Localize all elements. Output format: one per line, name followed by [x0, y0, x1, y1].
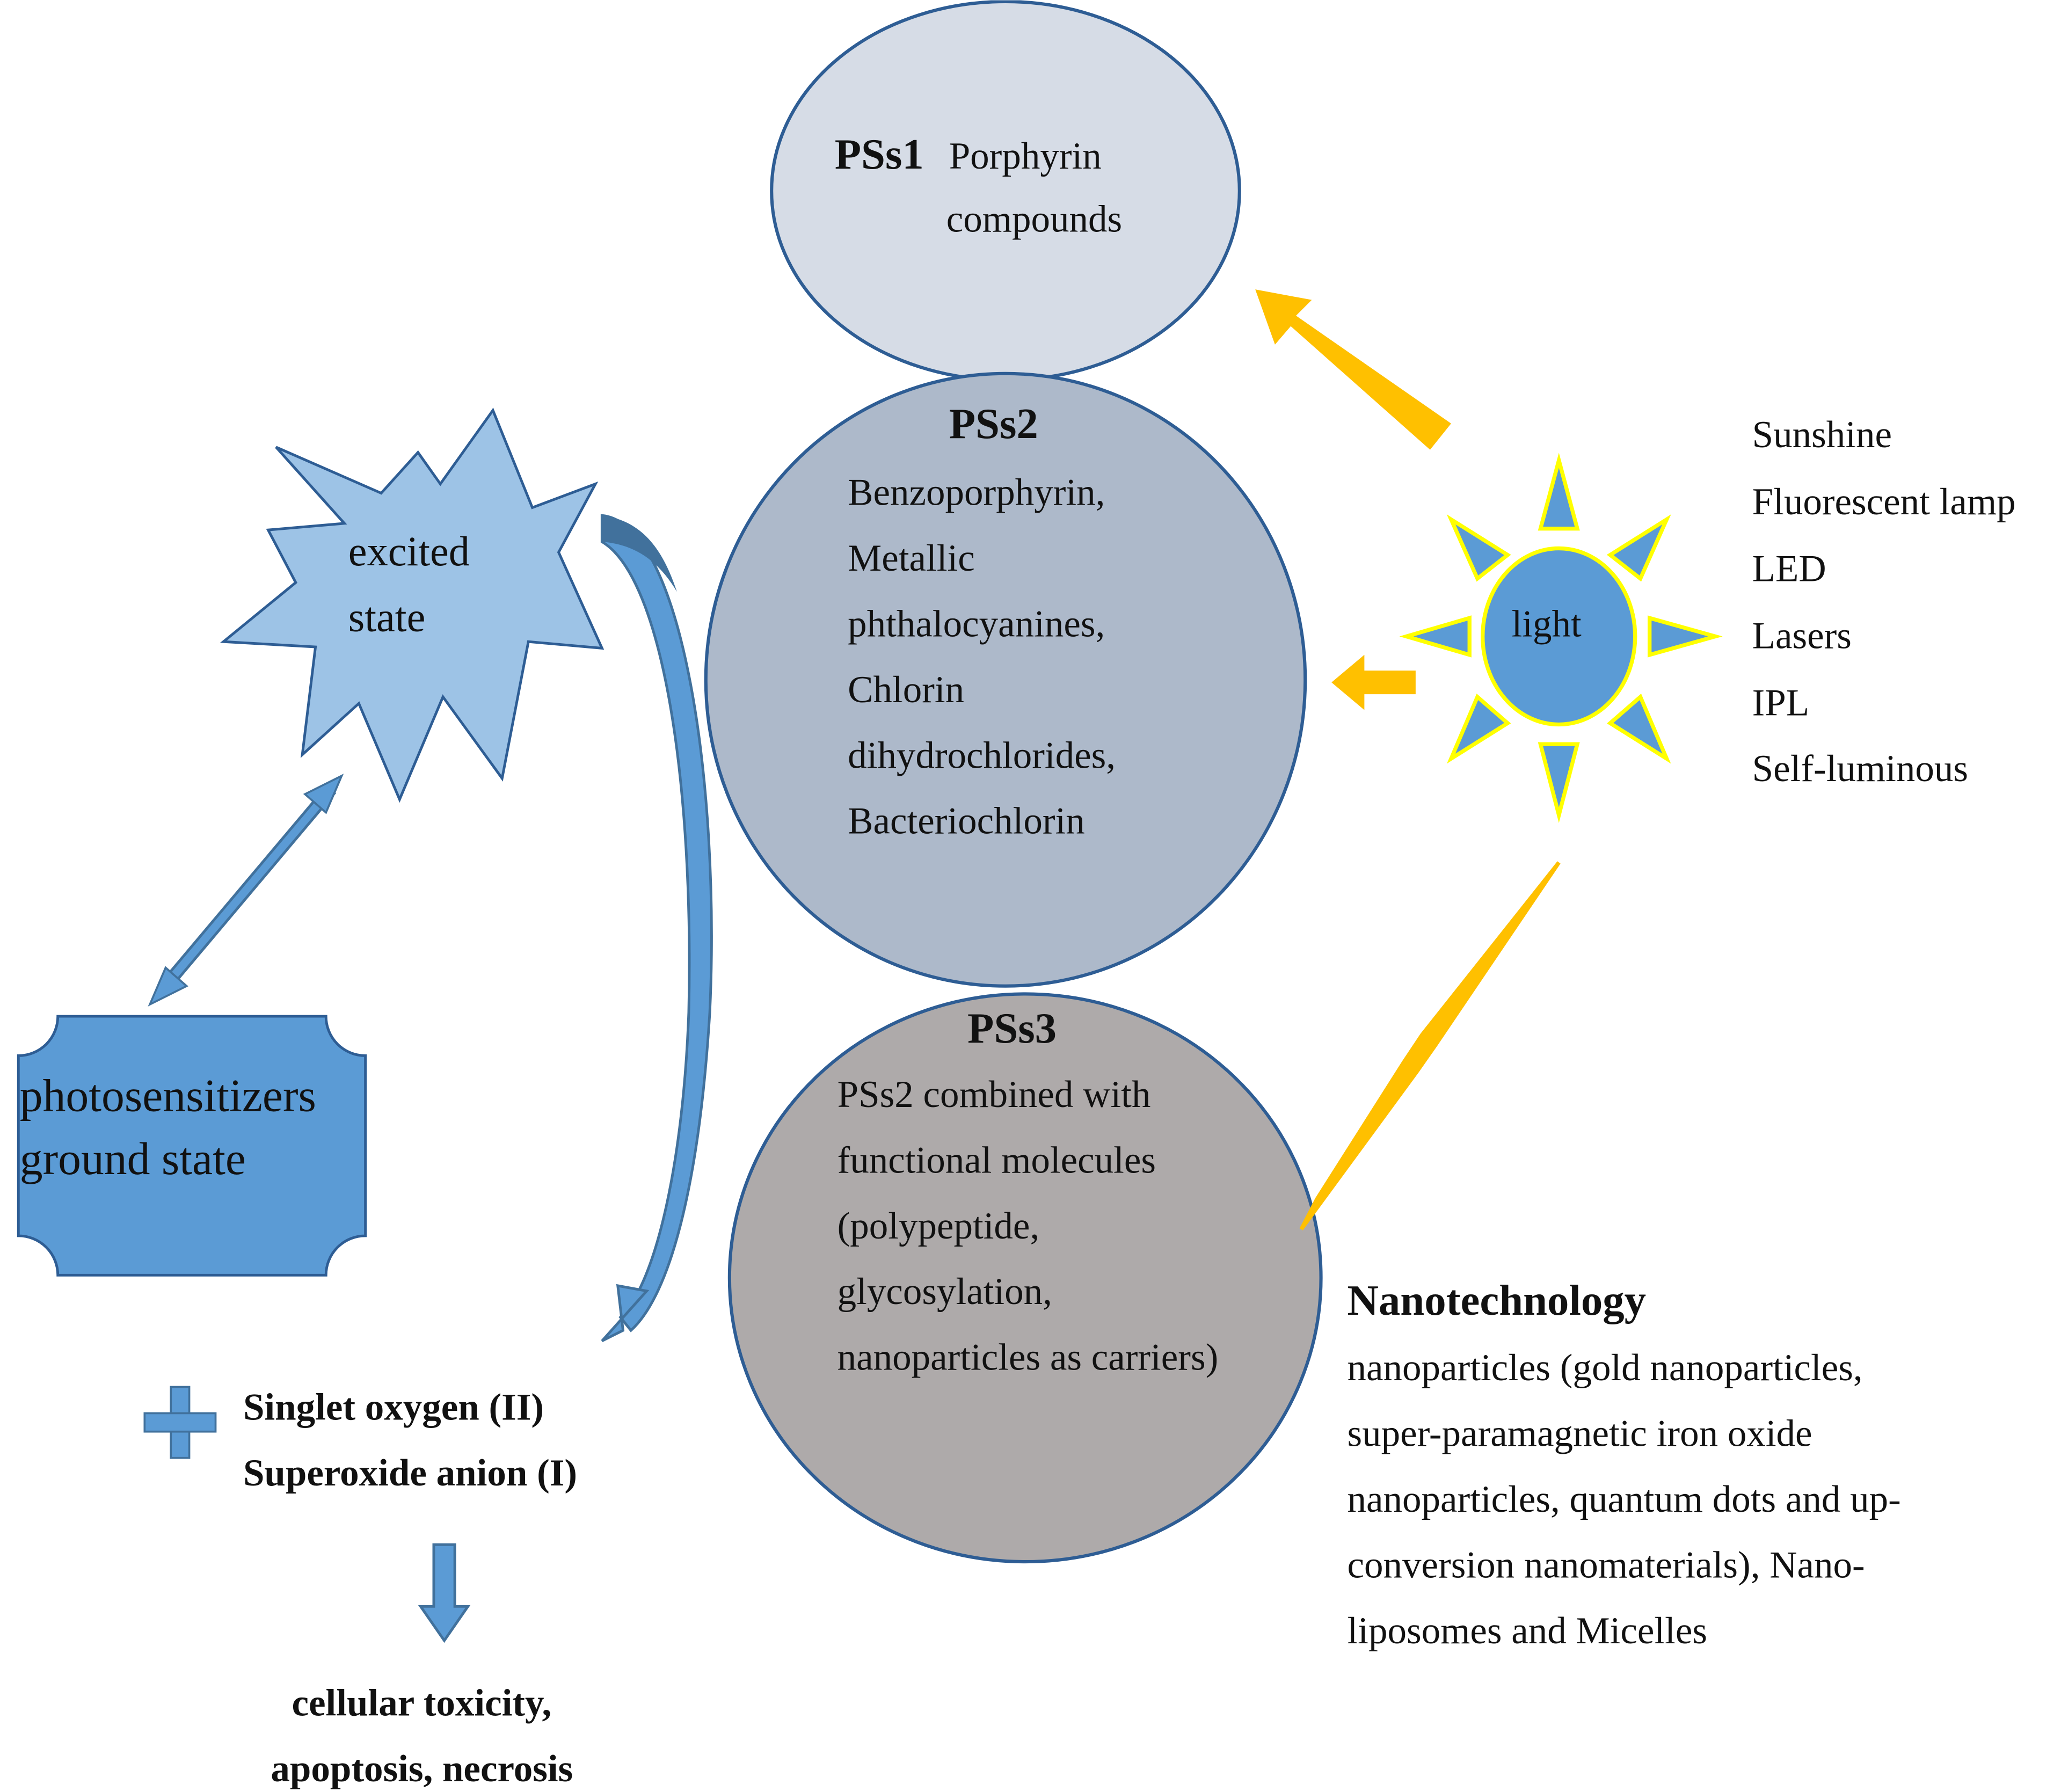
- ground-state-plaque: [17, 1015, 367, 1277]
- pss2-line: Bacteriochlorin: [848, 800, 1085, 842]
- nanotechnology-line: liposomes and Micelles: [1348, 1610, 1707, 1652]
- nanotechnology-line: nanoparticles (gold nanoparticles,: [1348, 1347, 1863, 1389]
- light-sun-icon: [1399, 453, 1723, 824]
- pss2-title: PSs2: [949, 400, 1038, 448]
- plus-sign-icon: [143, 1386, 217, 1459]
- pss1-line1: Porphyrin: [949, 135, 1102, 177]
- light-source-item: Lasers: [1752, 615, 1852, 657]
- excited-state-starburst: [220, 407, 605, 803]
- pss3-node: PSs3 PSs2 combined with functional molec…: [727, 992, 1323, 1564]
- ground-state-node: photosensitizers ground state: [17, 1015, 367, 1277]
- pss2-line: phthalocyanines,: [848, 603, 1105, 645]
- pss3-line: glycosylation,: [837, 1271, 1052, 1313]
- pss3-line: (polypeptide,: [837, 1205, 1040, 1247]
- pss2-line: Chlorin: [848, 669, 964, 711]
- nanotechnology-line: nanoparticles, quantum dots and up-: [1348, 1478, 1901, 1520]
- pss2-node: PSs2 Benzoporphyrin, Metallic phthalocya…: [704, 371, 1307, 988]
- pss2-circle: [704, 371, 1307, 988]
- excited-state-node: excited state: [220, 407, 605, 803]
- light-label: light: [1512, 603, 1582, 645]
- pss1-circle: [770, 0, 1241, 382]
- nanotechnology-title: Nanotechnology: [1348, 1277, 1647, 1324]
- pss1-title: PSs1: [835, 130, 924, 178]
- light-source-item: Self-luminous: [1752, 748, 1968, 790]
- excited-state-label: excited: [348, 528, 470, 574]
- pss3-circle: [727, 992, 1323, 1564]
- product-singlet-oxygen: Singlet oxygen (II): [243, 1387, 544, 1429]
- nanotechnology-line: super-paramagnetic iron oxide: [1348, 1413, 1812, 1455]
- light-source-item: Fluorescent lamp: [1752, 481, 2016, 523]
- light-source-item: IPL: [1752, 682, 1810, 724]
- nanotechnology-line: conversion nanomaterials), Nano-: [1348, 1544, 1865, 1586]
- ground-state-label: ground state: [20, 1133, 246, 1184]
- light-source-item: Sunshine: [1752, 414, 1892, 456]
- pss3-line: PSs2 combined with: [837, 1074, 1151, 1116]
- pss1-line2: compounds: [946, 198, 1122, 240]
- down-arrow-icon: [418, 1543, 471, 1643]
- product-superoxide-anion: Superoxide anion (I): [243, 1452, 577, 1494]
- excited-state-label: state: [348, 594, 426, 640]
- pss3-line: nanoparticles as carriers): [837, 1337, 1219, 1379]
- energy-transfer-curved-arrow: [600, 514, 713, 1342]
- pss2-line: Metallic: [848, 537, 975, 579]
- pss2-line: Benzoporphyrin,: [848, 472, 1105, 514]
- pss3-line: functional molecules: [837, 1139, 1156, 1181]
- pss1-node: PSs1 Porphyrin compounds: [770, 0, 1241, 382]
- light-to-pss1-arrow: [1255, 289, 1451, 450]
- pss2-line: dihydrochlorides,: [848, 734, 1116, 776]
- outcome-line: cellular toxicity,: [292, 1682, 552, 1724]
- light-to-pss3-lightning: [1299, 861, 1561, 1230]
- outcome-line: apoptosis, necrosis: [271, 1748, 573, 1790]
- excitation-double-arrow: [148, 774, 344, 1007]
- ground-state-label: photosensitizers: [20, 1070, 316, 1121]
- light-to-pss2-arrow: [1331, 654, 1416, 710]
- pss3-title: PSs3: [967, 1004, 1057, 1052]
- light-source-item: LED: [1752, 548, 1826, 590]
